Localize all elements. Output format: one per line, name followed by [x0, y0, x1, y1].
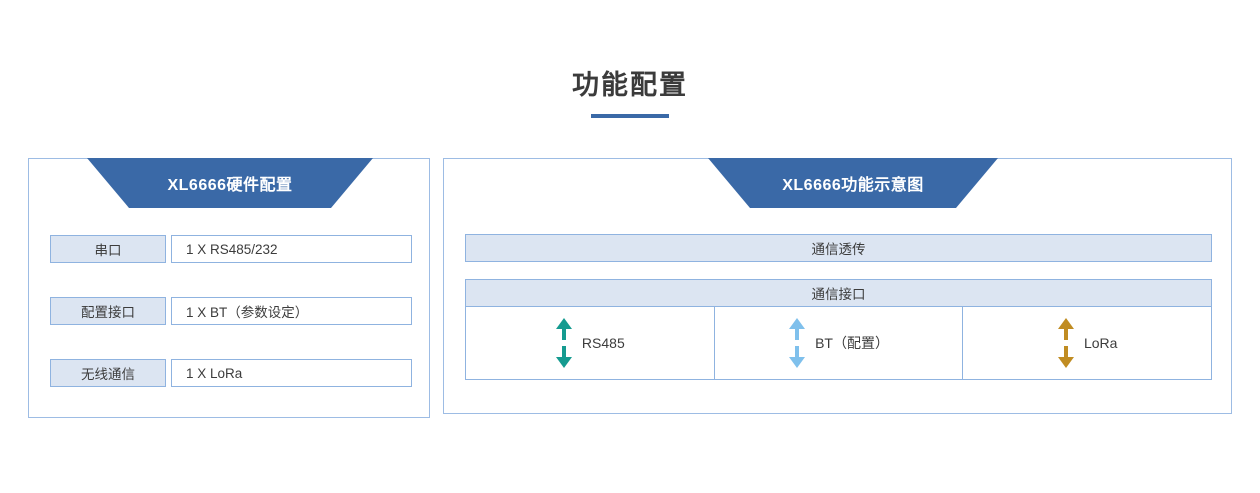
hardware-config-panel: XL6666硬件配置 串口 1 X RS485/232 配置接口 1 X BT（…	[28, 158, 430, 418]
page-title: 功能配置	[572, 70, 688, 100]
function-diagram-banner: XL6666功能示意图	[708, 158, 998, 208]
hardware-row-wireless-label: 无线通信	[50, 359, 166, 387]
hardware-row-serial-label: 串口	[50, 235, 166, 263]
title-underline	[591, 114, 669, 118]
hardware-row-serial-value: 1 X RS485/232	[171, 235, 412, 263]
bar-spacer	[465, 262, 1212, 279]
hardware-row-config-interface: 配置接口 1 X BT（参数设定）	[50, 297, 412, 325]
hardware-row-wireless: 无线通信 1 X LoRa	[50, 359, 412, 387]
function-diagram-panel: XL6666功能示意图 通信透传 通信接口 RS485	[443, 158, 1232, 414]
interface-table: 通信接口 RS485	[465, 279, 1212, 380]
transparent-transmission-bar: 通信透传	[465, 234, 1212, 262]
interface-rs485-label: RS485	[581, 335, 625, 351]
hardware-config-banner: XL6666硬件配置	[87, 158, 373, 208]
double-arrow-icon	[789, 318, 806, 368]
interface-cell-lora: LoRa	[963, 307, 1211, 379]
interface-rs485: RS485	[555, 317, 625, 369]
interface-bt: BT（配置）	[788, 317, 889, 369]
hardware-row-config-interface-value: 1 X BT（参数设定）	[171, 297, 412, 325]
hardware-config-banner-label: XL6666硬件配置	[167, 177, 293, 194]
double-arrow-icon	[555, 318, 572, 368]
interface-lora: LoRa	[1057, 317, 1117, 369]
double-arrow-icon	[1057, 318, 1074, 368]
hardware-row-config-interface-label: 配置接口	[50, 297, 166, 325]
interface-lora-label: LoRa	[1083, 335, 1118, 351]
page-title-block: 功能配置	[0, 68, 1260, 118]
function-diagram-body: 通信透传 通信接口 RS485	[465, 234, 1212, 380]
interface-cell-bt: BT（配置）	[715, 307, 964, 379]
hardware-config-rows: 串口 1 X RS485/232 配置接口 1 X BT（参数设定） 无线通信 …	[50, 235, 412, 387]
interface-table-header: 通信接口	[466, 279, 1211, 307]
hardware-row-serial: 串口 1 X RS485/232	[50, 235, 412, 263]
interface-cell-rs485: RS485	[466, 307, 715, 379]
hardware-row-wireless-value: 1 X LoRa	[171, 359, 412, 387]
function-diagram-banner-label: XL6666功能示意图	[782, 177, 924, 194]
interface-columns: RS485 BT（配置）	[466, 307, 1211, 379]
interface-bt-label: BT（配置）	[815, 335, 889, 351]
